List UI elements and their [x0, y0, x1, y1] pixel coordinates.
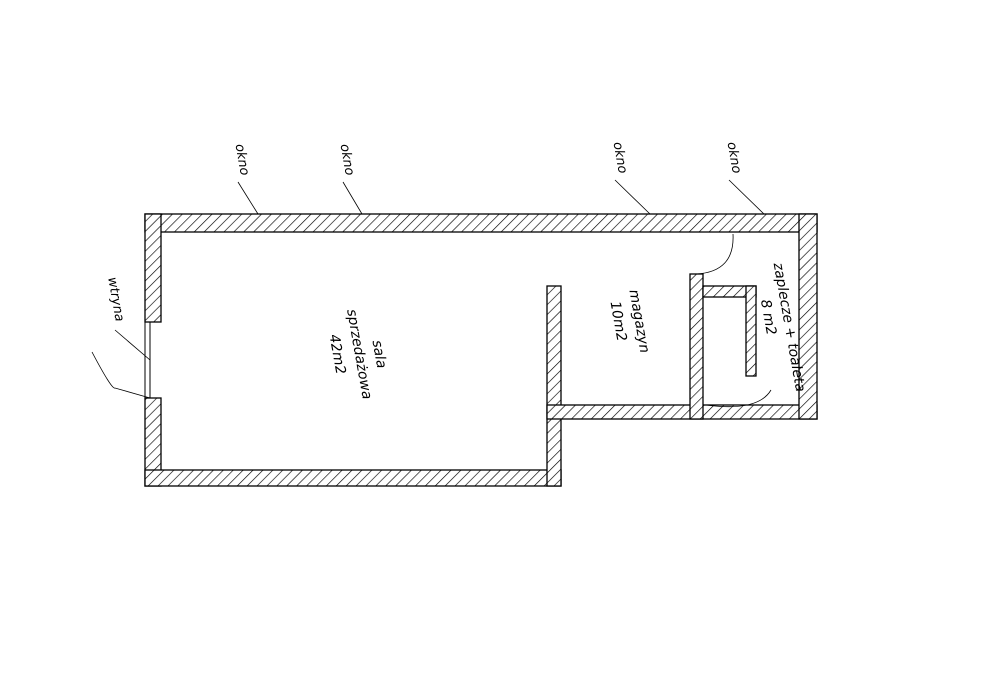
storefront-label: wtryna	[104, 276, 127, 323]
storefront-leader-top	[114, 329, 151, 361]
window-label-1: okno	[232, 143, 252, 177]
window-leader-2	[342, 181, 363, 215]
storefront-leader	[91, 351, 151, 399]
sales-hall-name-2: sprzedażowa	[343, 308, 375, 401]
storage-name: magazyn	[625, 288, 652, 354]
wall-bottom-storage	[546, 404, 818, 420]
window-label-4: okno	[724, 141, 744, 175]
storage-area: 10m2	[607, 300, 630, 343]
window-label-3: okno	[610, 141, 630, 175]
wall-top	[144, 213, 818, 233]
window-label-2: okno	[337, 143, 357, 177]
door-arc-toilet	[705, 389, 772, 408]
window-leader-3	[614, 179, 651, 215]
door-arc-backroom	[695, 233, 734, 275]
toilet-wall-right	[745, 285, 757, 377]
window-leader-4	[728, 179, 765, 215]
sales-hall-area: 42m2	[326, 333, 349, 376]
window-leader-1	[237, 181, 259, 215]
wall-hall-storage	[546, 285, 562, 487]
sales-hall-name-1: sala	[369, 339, 390, 370]
wall-storage-backroom	[689, 273, 704, 420]
wall-right	[798, 213, 818, 420]
backroom-area: 8 m2	[757, 298, 779, 336]
wall-left-upper	[144, 213, 162, 323]
wall-bottom-hall	[144, 469, 562, 487]
